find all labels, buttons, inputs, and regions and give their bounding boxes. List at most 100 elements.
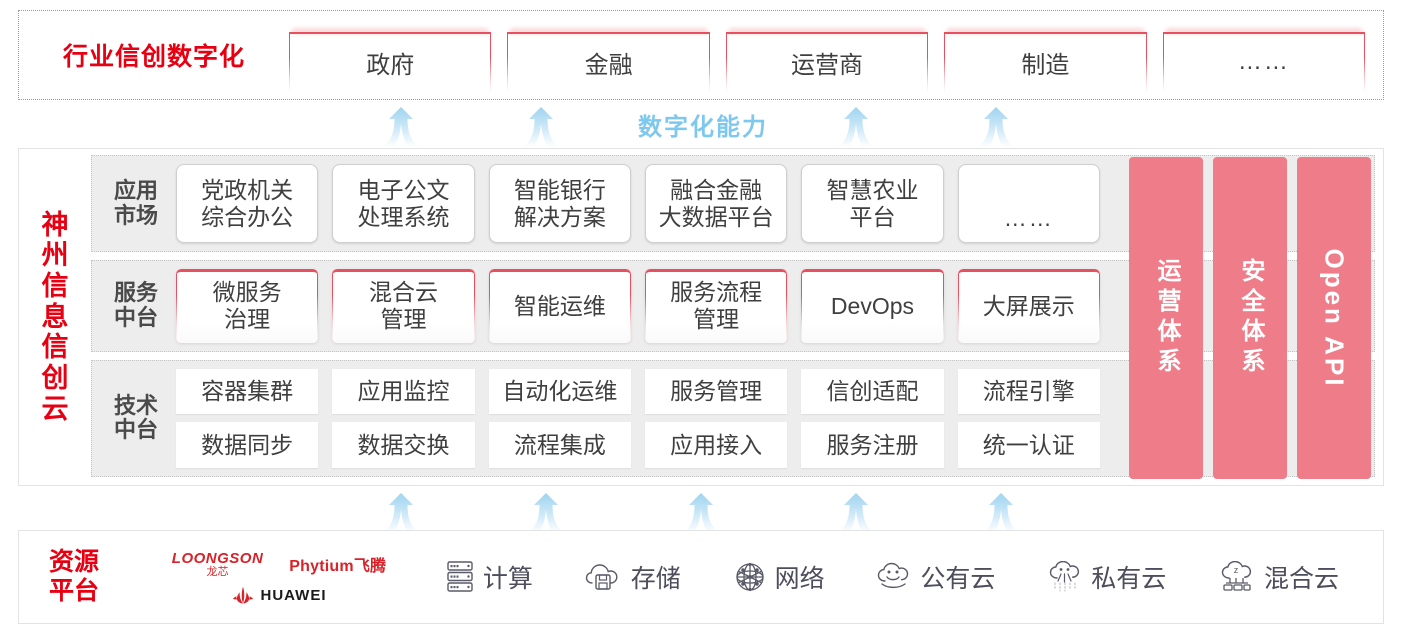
public-cloud-icon: [878, 562, 909, 589]
resource-item-label: 私有云: [1091, 565, 1167, 593]
up-arrow-icon: [381, 492, 421, 534]
industry-box-government[interactable]: 政府: [289, 28, 492, 92]
up-arrow-icon: [681, 492, 721, 534]
resource-item-private-cloud[interactable]: 私有云: [1047, 559, 1166, 595]
app-card-govt-office[interactable]: 党政机关 综合办公: [176, 164, 319, 244]
network-mesh-icon: [735, 562, 764, 592]
loongson-logo-subtext: 龙芯: [206, 565, 229, 578]
tech-card-process-engine[interactable]: 流程引擎: [957, 368, 1100, 415]
card-line: 大数据平台: [658, 203, 774, 230]
industry-box-label: 金融: [584, 51, 633, 79]
card-line: 处理系统: [357, 203, 450, 230]
industry-band-title: 行业信创数字化: [62, 43, 245, 71]
card-line: 服务流程: [670, 278, 763, 305]
resource-item-storage[interactable]: 存储: [585, 559, 681, 595]
resource-item-hybrid-cloud[interactable]: z 混合云: [1218, 559, 1339, 595]
tech-card-data-sync[interactable]: 数据同步: [176, 422, 319, 469]
tech-card-app-access[interactable]: 应用接入: [644, 422, 788, 469]
loongson-logo-text: LOONGSON: [171, 549, 264, 567]
tech-card-app-monitoring[interactable]: 应用监控: [332, 368, 475, 415]
lower-arrow-gap: [0, 486, 1402, 534]
cloud-title-char: 信: [41, 271, 69, 302]
cloud-platform-panel: 神 州 信 息 信 创 云 应用 市场 党政机关 综合办公: [18, 148, 1384, 486]
resource-item-compute[interactable]: 计算: [445, 559, 533, 595]
upper-arrow-gap: 数字化能力: [0, 100, 1402, 148]
tech-card-process-integration[interactable]: 流程集成: [488, 422, 631, 469]
resource-item-public-cloud[interactable]: 公有云: [876, 559, 995, 595]
huawei-logo-text: HUAWEI: [260, 586, 327, 604]
cloud-title-char: 州: [41, 240, 69, 271]
app-card-smart-agriculture[interactable]: 智慧农业 平台: [801, 164, 944, 244]
industry-box-label: 制造: [1021, 51, 1070, 79]
tech-card-automated-ops[interactable]: 自动化运维: [488, 368, 631, 415]
card-line: 微服务: [212, 278, 282, 305]
box-top-highlight: [1164, 28, 1364, 34]
app-card-finance-bigdata[interactable]: 融合金融 大数据平台: [644, 164, 788, 244]
box-top-highlight: [727, 28, 927, 34]
resource-platform-panel: 资源 平台 LOONGSON 龙芯 Phytium飞腾: [18, 530, 1384, 624]
phytium-logo: Phytium飞腾: [289, 558, 387, 575]
capability-label: 数字化能力: [638, 114, 768, 141]
resource-item-label: 混合云: [1264, 565, 1340, 593]
industry-box-telecom[interactable]: 运营商: [725, 28, 929, 92]
svc-card-aiops[interactable]: 智能运维: [488, 269, 631, 343]
app-card-edoc-system[interactable]: 电子公文 处理系统: [332, 164, 475, 244]
up-arrow-icon: [981, 492, 1021, 534]
tech-card-xinchuang-adaptation[interactable]: 信创适配: [801, 368, 944, 415]
industry-box-label: ……: [1237, 48, 1290, 75]
svc-card-devops[interactable]: DevOps: [801, 269, 944, 343]
resource-title-line: 资源: [48, 548, 99, 577]
industry-band: 行业信创数字化 政府 金融 运营商 制造 ……: [18, 10, 1384, 100]
card-line: 智能运维: [513, 292, 606, 319]
cloud-title-char: 云: [41, 393, 69, 424]
tier-label-line: 应用: [113, 178, 158, 204]
cloud-title-char: 息: [41, 301, 69, 332]
resource-title-line: 平台: [48, 577, 99, 605]
svc-card-hybrid-cloud-mgmt[interactable]: 混合云 管理: [332, 269, 475, 343]
vendor-logo-row: LOONGSON 龙芯 Phytium飞腾: [172, 551, 386, 578]
pillar-security-system[interactable]: 安全体系: [1213, 157, 1287, 479]
cloud-title-char: 信: [41, 332, 69, 363]
tech-card-unified-auth[interactable]: 统一认证: [957, 422, 1100, 469]
resource-item-label: 计算: [482, 565, 533, 593]
tech-card-service-registry[interactable]: 服务注册: [801, 422, 944, 469]
svc-card-microservice-governance[interactable]: 微服务 治理: [176, 269, 319, 343]
svc-card-dashboard-display[interactable]: 大屏展示: [957, 269, 1100, 343]
card-line: 管理: [380, 306, 427, 333]
huawei-flower-icon: [232, 586, 253, 603]
card-line: 混合云: [368, 278, 438, 305]
card-line: 智慧农业: [826, 176, 919, 203]
private-cloud-icon: [1050, 561, 1080, 592]
tier-label-line: 中台: [113, 417, 158, 443]
cloud-title-char: 神: [41, 209, 69, 240]
industry-box-label: 运营商: [791, 51, 864, 79]
industry-box-more[interactable]: ……: [1162, 28, 1366, 92]
svc-card-service-process-mgmt[interactable]: 服务流程 管理: [644, 269, 788, 343]
card-line: 治理: [224, 306, 271, 333]
industry-box-manufacturing[interactable]: 制造: [944, 28, 1147, 92]
resource-item-network[interactable]: 网络: [733, 559, 825, 595]
tier-item-list: 党政机关 综合办公 电子公文 处理系统 智能银行 解决方案: [176, 164, 1364, 244]
pillar-open-api[interactable]: Open API: [1297, 157, 1371, 479]
card-line: 智能银行: [513, 176, 606, 203]
hybrid-cloud-icon: z: [1221, 561, 1252, 591]
card-line: 综合办公: [201, 203, 294, 230]
pillar-label: 运营体系: [1153, 258, 1180, 378]
card-line: 党政机关: [201, 176, 294, 203]
tech-card-container-cluster[interactable]: 容器集群: [176, 368, 319, 415]
tier-label-line: 服务: [113, 280, 158, 306]
tier-item-list: 微服务 治理 混合云 管理 智能运维: [176, 269, 1364, 343]
tier-label: 服务 中台: [96, 281, 176, 330]
card-line: ……: [1003, 205, 1054, 232]
app-card-more[interactable]: ……: [957, 164, 1100, 244]
tech-card-service-mgmt[interactable]: 服务管理: [644, 368, 788, 415]
app-card-smart-bank[interactable]: 智能银行 解决方案: [488, 164, 631, 244]
tech-card-data-exchange[interactable]: 数据交换: [332, 422, 475, 469]
resource-item-list: 计算 存储: [419, 559, 1383, 595]
up-arrow-icon: [836, 492, 876, 534]
pillar-operations-system[interactable]: 运营体系: [1129, 157, 1203, 479]
card-line: 平台: [849, 203, 896, 230]
card-line: 解决方案: [513, 203, 606, 230]
up-arrow-icon: [526, 492, 566, 534]
industry-box-finance[interactable]: 金融: [507, 28, 710, 92]
